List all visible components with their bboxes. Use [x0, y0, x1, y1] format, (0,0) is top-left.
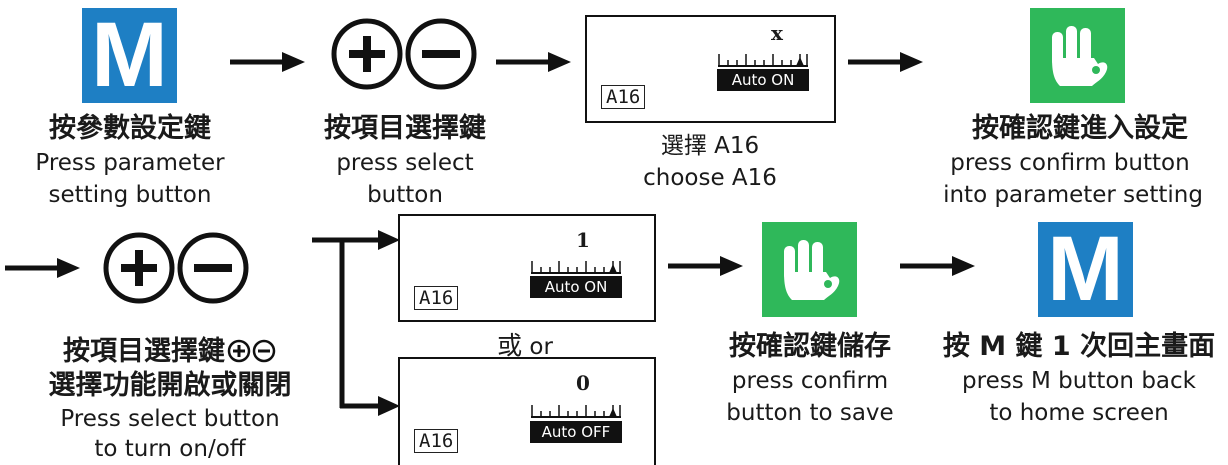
plus-minus-small-icon	[227, 339, 276, 363]
arrow-right-icon	[5, 258, 80, 278]
display-choose-a16: x Auto ON A16	[585, 15, 836, 123]
ruler-scale-icon	[718, 54, 808, 67]
choose-en: choose A16	[643, 165, 777, 191]
branch-arrow-icon	[312, 230, 400, 416]
display-value: 1	[576, 228, 590, 252]
display-label: Auto ON	[530, 276, 622, 298]
choose-zh: 選擇 A16	[660, 133, 760, 159]
step7-zh: 按 M 鍵 1 次回主畫面	[942, 331, 1216, 362]
step2-en-line1: press select	[336, 150, 474, 176]
display-value: 0	[576, 371, 590, 395]
step5-zh-text: 按項目選擇鍵	[63, 336, 225, 367]
ruler-scale-icon	[531, 261, 621, 274]
plus-minus-icon	[331, 18, 477, 90]
display-label: Auto ON	[717, 69, 809, 91]
step1-en-line2: setting button	[48, 182, 212, 208]
display-auto-on: 1 Auto ON A16	[398, 214, 656, 322]
or-zh: 或	[497, 331, 523, 360]
step6-en-line2: button to save	[726, 400, 894, 426]
step5-en-line2: to turn on/off	[94, 436, 246, 462]
arrow-right-icon	[230, 52, 305, 72]
ok-hand-icon	[784, 240, 840, 300]
arrow-right-icon	[848, 52, 923, 72]
step4-en-line2: into parameter setting	[943, 182, 1203, 208]
display-code: A16	[414, 429, 459, 453]
arrow-right-icon	[668, 256, 743, 276]
plus-minus-icon	[103, 232, 249, 304]
display-auto-off: 0 Auto OFF A16	[398, 357, 656, 465]
step5-en-line1: Press select button	[60, 406, 280, 432]
confirm-button-icon	[1030, 8, 1125, 103]
ruler-scale-icon	[531, 405, 621, 418]
arrow-right-icon	[900, 256, 975, 276]
step5-zh-line2: 選擇功能開啟或關閉	[48, 370, 292, 401]
m-button-icon: M	[1038, 222, 1133, 317]
or-label: 或 or	[450, 330, 600, 363]
step1-en-line1: Press parameter	[35, 150, 225, 176]
step6-zh: 按確認鍵儲存	[729, 331, 891, 362]
display-label: Auto OFF	[530, 421, 622, 443]
step2-en-line2: button	[367, 182, 443, 208]
step4-zh: 按確認鍵進入設定	[972, 113, 1188, 144]
ok-hand-icon	[1052, 26, 1108, 86]
step1-zh: 按參數設定鍵	[49, 113, 211, 144]
display-code: A16	[601, 85, 646, 109]
display-code: A16	[414, 286, 459, 310]
arrow-right-icon	[496, 52, 571, 72]
step7-en-line1: press M button back	[962, 368, 1196, 394]
step7-en-line2: to home screen	[989, 400, 1169, 426]
or-en: or	[529, 334, 553, 360]
step5-zh: 按項目選擇鍵	[20, 335, 320, 369]
step4-en-line1: press confirm button	[950, 150, 1190, 176]
confirm-button-icon	[762, 222, 857, 317]
step6-en-line1: press confirm	[731, 368, 889, 394]
m-button-icon: M	[82, 8, 177, 103]
step2-zh: 按項目選擇鍵	[324, 113, 486, 144]
display-value: x	[771, 21, 783, 45]
